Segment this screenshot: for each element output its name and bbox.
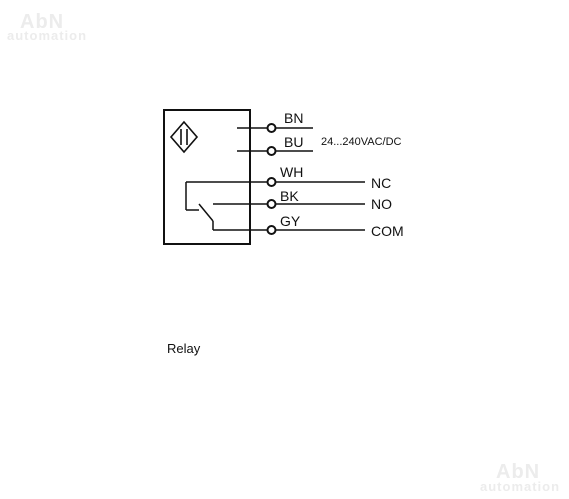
wire-bu [237,146,313,156]
wire-code-bk: BK [280,188,299,204]
output-no-label: NO [371,196,392,212]
wire-code-bu: BU [284,134,303,150]
wire-code-bn: BN [284,110,303,126]
wire-bn [237,123,313,133]
sensor-housing [163,109,251,245]
wire-bk [266,199,365,209]
caption-relay: Relay [167,341,201,356]
terminal-icon [266,225,277,235]
output-com-label: COM [371,223,404,239]
wire-code-wh: WH [280,164,303,180]
wire-code-gy: GY [280,213,301,229]
relay-contact-icon [185,181,268,231]
terminal-icon [266,199,277,209]
terminal-icon [266,146,277,156]
watermark-logo-top: AbN [20,11,65,33]
capacitive-sensor-icon [169,120,199,154]
supply-voltage-label: 24...240VAC/DC [321,136,402,148]
output-nc-label: NC [371,175,391,191]
watermark-logo-bottom: AbN [496,461,541,483]
wire-gy [266,225,365,235]
terminal-icon [266,123,277,133]
terminal-icon [266,177,277,187]
watermark-logo-top-sub: automation [7,28,88,43]
watermark-logo-bottom-sub: automation [480,479,561,494]
wire-wh [266,177,365,187]
